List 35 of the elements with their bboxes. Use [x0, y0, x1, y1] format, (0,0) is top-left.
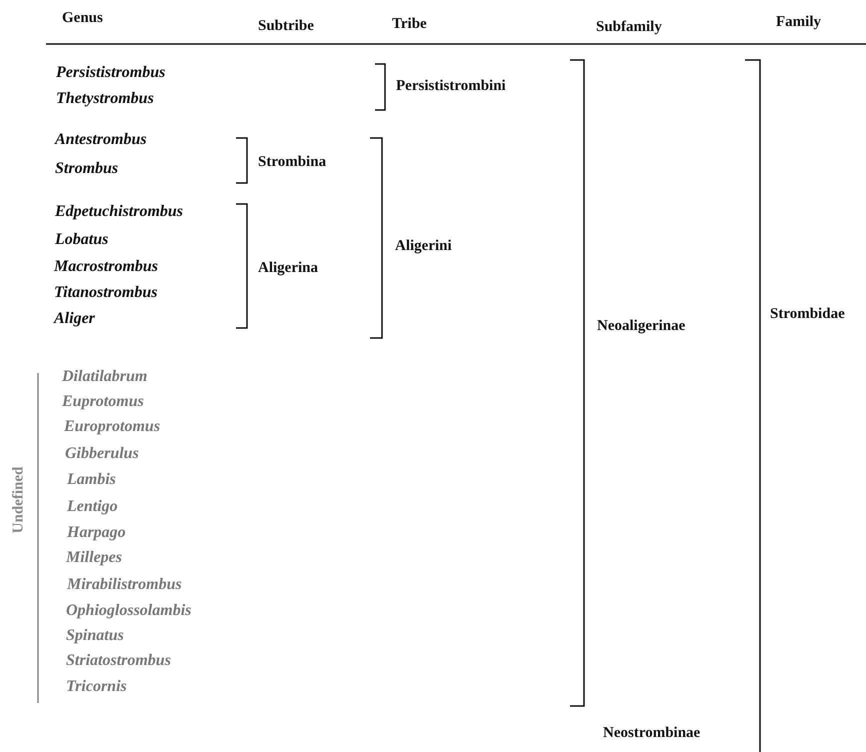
genus-name: Edpetuchistrombus — [55, 202, 184, 222]
tribe-name: Persististrombini — [396, 77, 506, 96]
tribe-name: Aligerini — [395, 237, 452, 256]
genus-name: Europrotomus — [64, 417, 160, 437]
genus-name: Thetystrombus — [56, 89, 154, 109]
genus-name: Gibberulus — [65, 444, 139, 464]
genus-name: Euprotomus — [62, 392, 144, 412]
genus-name: Tricornis — [66, 677, 127, 697]
column-header: Subtribe — [258, 17, 314, 36]
genus-name: Titanostrombus — [54, 283, 158, 303]
genus-name: Persististrombus — [56, 63, 166, 83]
column-header: Family — [776, 13, 821, 32]
group-label: Undefined — [9, 466, 28, 534]
subfamily-name: Neoaligerinae — [597, 317, 686, 336]
genus-name: Lobatus — [55, 230, 108, 250]
genus-name: Macrostrombus — [54, 257, 158, 277]
column-header: Subfamily — [596, 18, 662, 37]
subfamily-name: Neostrombinae — [603, 724, 700, 743]
genus-name: Millepes — [66, 548, 122, 568]
column-header: Genus — [62, 9, 103, 28]
subtribe-name: Strombina — [258, 153, 326, 172]
genus-name: Striatostrombus — [66, 651, 171, 671]
genus-name: Antestrombus — [55, 130, 147, 150]
genus-name: Lambis — [67, 470, 116, 490]
genus-name: Lentigo — [67, 497, 118, 517]
genus-name: Mirabilistrombus — [67, 575, 182, 595]
genus-name: Strombus — [55, 159, 118, 179]
genus-name: Aliger — [54, 309, 95, 329]
genus-name: Harpago — [67, 523, 126, 543]
genus-name: Ophioglossolambis — [66, 601, 192, 621]
genus-name: Dilatilabrum — [62, 367, 148, 387]
family-name: Strombidae — [770, 305, 845, 324]
subtribe-name: Aligerina — [258, 259, 318, 278]
column-header: Tribe — [392, 15, 427, 34]
genus-name: Spinatus — [66, 626, 124, 646]
